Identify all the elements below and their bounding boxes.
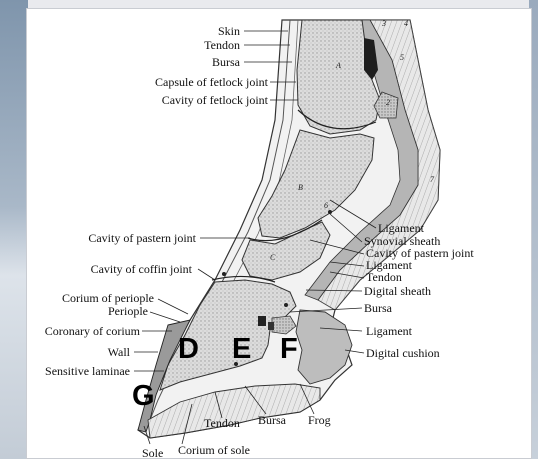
- numeral-1: 1: [369, 53, 373, 62]
- label-ligament-3: Ligament: [366, 324, 413, 338]
- marker-g: G: [132, 380, 155, 412]
- label-coronary-corium: Coronary of corium: [45, 324, 141, 338]
- label-ligament-1: Ligament: [378, 221, 425, 235]
- label-bursa-top: Bursa: [212, 55, 241, 69]
- label-bursa-right: Bursa: [364, 301, 393, 315]
- numeral-a: A: [335, 61, 341, 70]
- label-sensitive-laminae: Sensitive laminae: [45, 364, 130, 378]
- bursa-mark-1: [258, 316, 266, 326]
- label-frog: Frog: [308, 413, 331, 427]
- label-digital-cushion: Digital cushion: [366, 346, 440, 360]
- label-bursa-bottom: Bursa: [258, 413, 287, 427]
- label-tendon-bottom: Tendon: [204, 416, 240, 430]
- numeral-3: 3: [381, 19, 386, 28]
- label-periople: Periople: [108, 304, 148, 318]
- label-skin: Skin: [218, 24, 240, 38]
- label-cavity-fetlock: Cavity of fetlock joint: [162, 93, 269, 107]
- numeral-c: C: [270, 253, 276, 262]
- label-corium-periople: Corium of periople: [62, 291, 154, 305]
- marker-d: D: [178, 333, 199, 365]
- label-tendon-top: Tendon: [204, 38, 240, 52]
- marker-f: F: [280, 333, 298, 365]
- label-wall: Wall: [108, 345, 131, 359]
- marker-dot-3: [284, 303, 288, 307]
- label-cavity-pastern-left: Cavity of pastern joint: [88, 231, 196, 245]
- label-tendon-right: Tendon: [366, 270, 402, 284]
- label-corium-sole: Corium of sole: [178, 443, 250, 457]
- numeral-4: 4: [404, 19, 408, 28]
- numeral-6: 6: [324, 201, 328, 210]
- label-digital-sheath: Digital sheath: [364, 284, 431, 298]
- marker-e: E: [232, 333, 251, 365]
- numeral-5: 5: [400, 53, 404, 62]
- bursa-mark-2: [268, 322, 274, 330]
- marker-dot-2: [222, 272, 226, 276]
- label-cavity-coffin: Cavity of coffin joint: [91, 262, 193, 276]
- marker-dot-1: [328, 210, 332, 214]
- label-sole: Sole: [142, 446, 163, 459]
- numeral-2: 2: [386, 98, 390, 107]
- label-capsule-fetlock: Capsule of fetlock joint: [155, 75, 269, 89]
- numeral-b: B: [298, 183, 303, 192]
